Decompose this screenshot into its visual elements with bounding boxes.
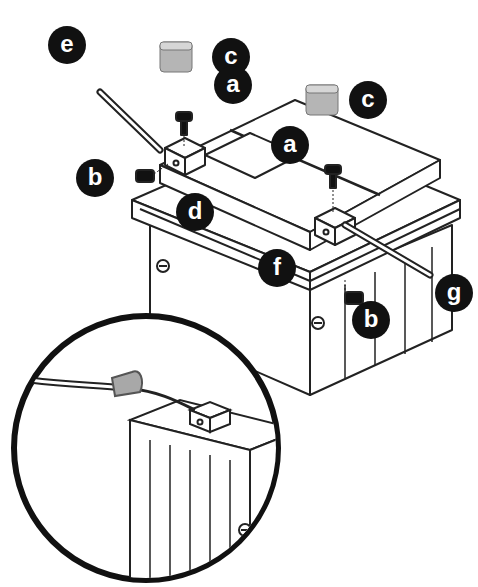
callout-letter: b bbox=[88, 165, 103, 189]
callout-letter: a bbox=[226, 72, 239, 96]
callout-letter: c bbox=[361, 87, 374, 111]
callout-letter: f bbox=[273, 255, 281, 279]
callout-letter: a bbox=[283, 132, 296, 156]
callout-circle: f bbox=[258, 249, 296, 287]
callout-circle: c bbox=[349, 81, 387, 119]
callout-letter: e bbox=[60, 32, 73, 56]
callout-circle: g bbox=[435, 274, 473, 312]
callout-circle: b bbox=[352, 301, 390, 339]
callout-letter: c bbox=[224, 44, 237, 68]
callout-circle: a bbox=[271, 126, 309, 164]
callout-circle: d bbox=[176, 193, 214, 231]
callout-letter: b bbox=[364, 307, 379, 331]
callout-circle: b bbox=[76, 159, 114, 197]
callout-letter: g bbox=[447, 280, 462, 304]
callout-letter: d bbox=[188, 199, 203, 223]
callout-circle: a bbox=[214, 66, 252, 104]
callout-circle: e bbox=[48, 26, 86, 64]
